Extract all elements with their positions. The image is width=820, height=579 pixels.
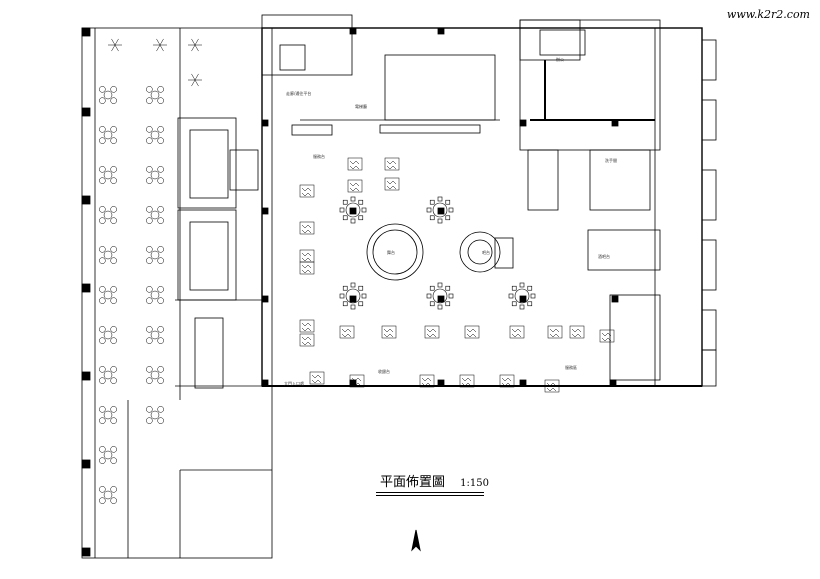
plan-scale: 1:150 — [460, 478, 489, 489]
vip-room-2 — [177, 209, 237, 301]
terrace-table-cluster-icon — [99, 206, 117, 224]
round-table-set-icon — [339, 196, 367, 224]
terrace-table-cluster-icon — [146, 246, 164, 264]
booth-sofa-icon — [419, 374, 435, 388]
terrace-table-cluster-icon — [146, 326, 164, 344]
terrace-table-cluster-icon — [99, 286, 117, 304]
terrace-table-cluster-icon — [146, 406, 164, 424]
plant-icon — [153, 38, 167, 52]
plant-icon — [188, 38, 202, 52]
label-corridor: 走廊/通往平台 — [286, 91, 312, 96]
booth-sofa-icon — [299, 333, 315, 347]
terrace-table-cluster-icon — [99, 326, 117, 344]
vip-room-1 — [177, 117, 237, 209]
booth-sofa-icon — [459, 374, 475, 388]
booth-sofa-icon — [509, 325, 525, 339]
north-arrow-icon — [411, 529, 421, 552]
terrace-table-cluster-icon — [146, 86, 164, 104]
label-cashier: 收銀台 — [378, 369, 390, 374]
booth-sofa-icon — [384, 177, 400, 191]
booth-sofa-icon — [299, 184, 315, 198]
site-watermark: www.k2r2.com — [726, 8, 810, 21]
booth-sofa-icon — [309, 371, 325, 385]
plant-icon — [188, 73, 202, 87]
terrace-table-cluster-icon — [99, 86, 117, 104]
booth-sofa-icon — [347, 157, 363, 171]
label-office: 辦公 — [556, 57, 564, 62]
booth-sofa-icon — [464, 325, 480, 339]
label-wine: 酒吧台 — [598, 254, 610, 259]
terrace-outline — [81, 27, 273, 559]
booth-sofa-icon — [347, 179, 363, 193]
booth-sofa-icon — [299, 319, 315, 333]
terrace-table-cluster-icon — [99, 486, 117, 504]
terrace-table-cluster-icon — [146, 206, 164, 224]
terrace-table-cluster-icon — [146, 166, 164, 184]
plan-title: 平面佈置圖 — [380, 475, 446, 490]
round-table-set-icon — [426, 196, 454, 224]
booth-sofa-icon — [299, 221, 315, 235]
terrace-table-cluster-icon — [99, 166, 117, 184]
label-reception: 服務台 — [313, 154, 325, 159]
booth-sofa-icon — [381, 325, 397, 339]
round-bar — [459, 231, 501, 273]
label-bar: 吧台 — [482, 250, 490, 255]
booth-sofa-icon — [349, 374, 365, 388]
booth-sofa-icon — [424, 325, 440, 339]
round-table-set-icon — [508, 282, 536, 310]
plan-title-block: 平面佈置圖 1:150 — [380, 471, 489, 490]
booth-sofa-icon — [299, 249, 315, 263]
main-building-outline — [261, 27, 703, 387]
label-elevator-hall: 電梯廳 — [355, 104, 367, 109]
title-underline — [376, 492, 484, 493]
label-stage: 舞台 — [387, 250, 395, 255]
label-service: 服務區 — [565, 365, 577, 370]
terrace-table-cluster-icon — [146, 126, 164, 144]
stage-circle — [366, 223, 424, 281]
label-washroom: 洗手間 — [605, 158, 617, 163]
terrace-table-cluster-icon — [99, 446, 117, 464]
booth-sofa-icon — [384, 157, 400, 171]
booth-sofa-icon — [544, 379, 560, 393]
terrace-table-cluster-icon — [146, 286, 164, 304]
booth-sofa-icon — [547, 325, 563, 339]
label-entrance: 大門入口處 — [284, 381, 304, 386]
terrace-table-cluster-icon — [99, 366, 117, 384]
booth-sofa-icon — [569, 325, 585, 339]
round-table-set-icon — [339, 282, 367, 310]
booth-sofa-icon — [339, 325, 355, 339]
booth-sofa-icon — [299, 261, 315, 275]
booth-sofa-icon — [599, 329, 615, 343]
round-table-set-icon — [426, 282, 454, 310]
terrace-table-cluster-icon — [146, 366, 164, 384]
terrace-table-cluster-icon — [99, 246, 117, 264]
title-underline-2 — [376, 495, 484, 496]
terrace-table-cluster-icon — [99, 406, 117, 424]
terrace-table-cluster-icon — [99, 126, 117, 144]
plant-icon — [108, 38, 122, 52]
booth-sofa-icon — [499, 374, 515, 388]
